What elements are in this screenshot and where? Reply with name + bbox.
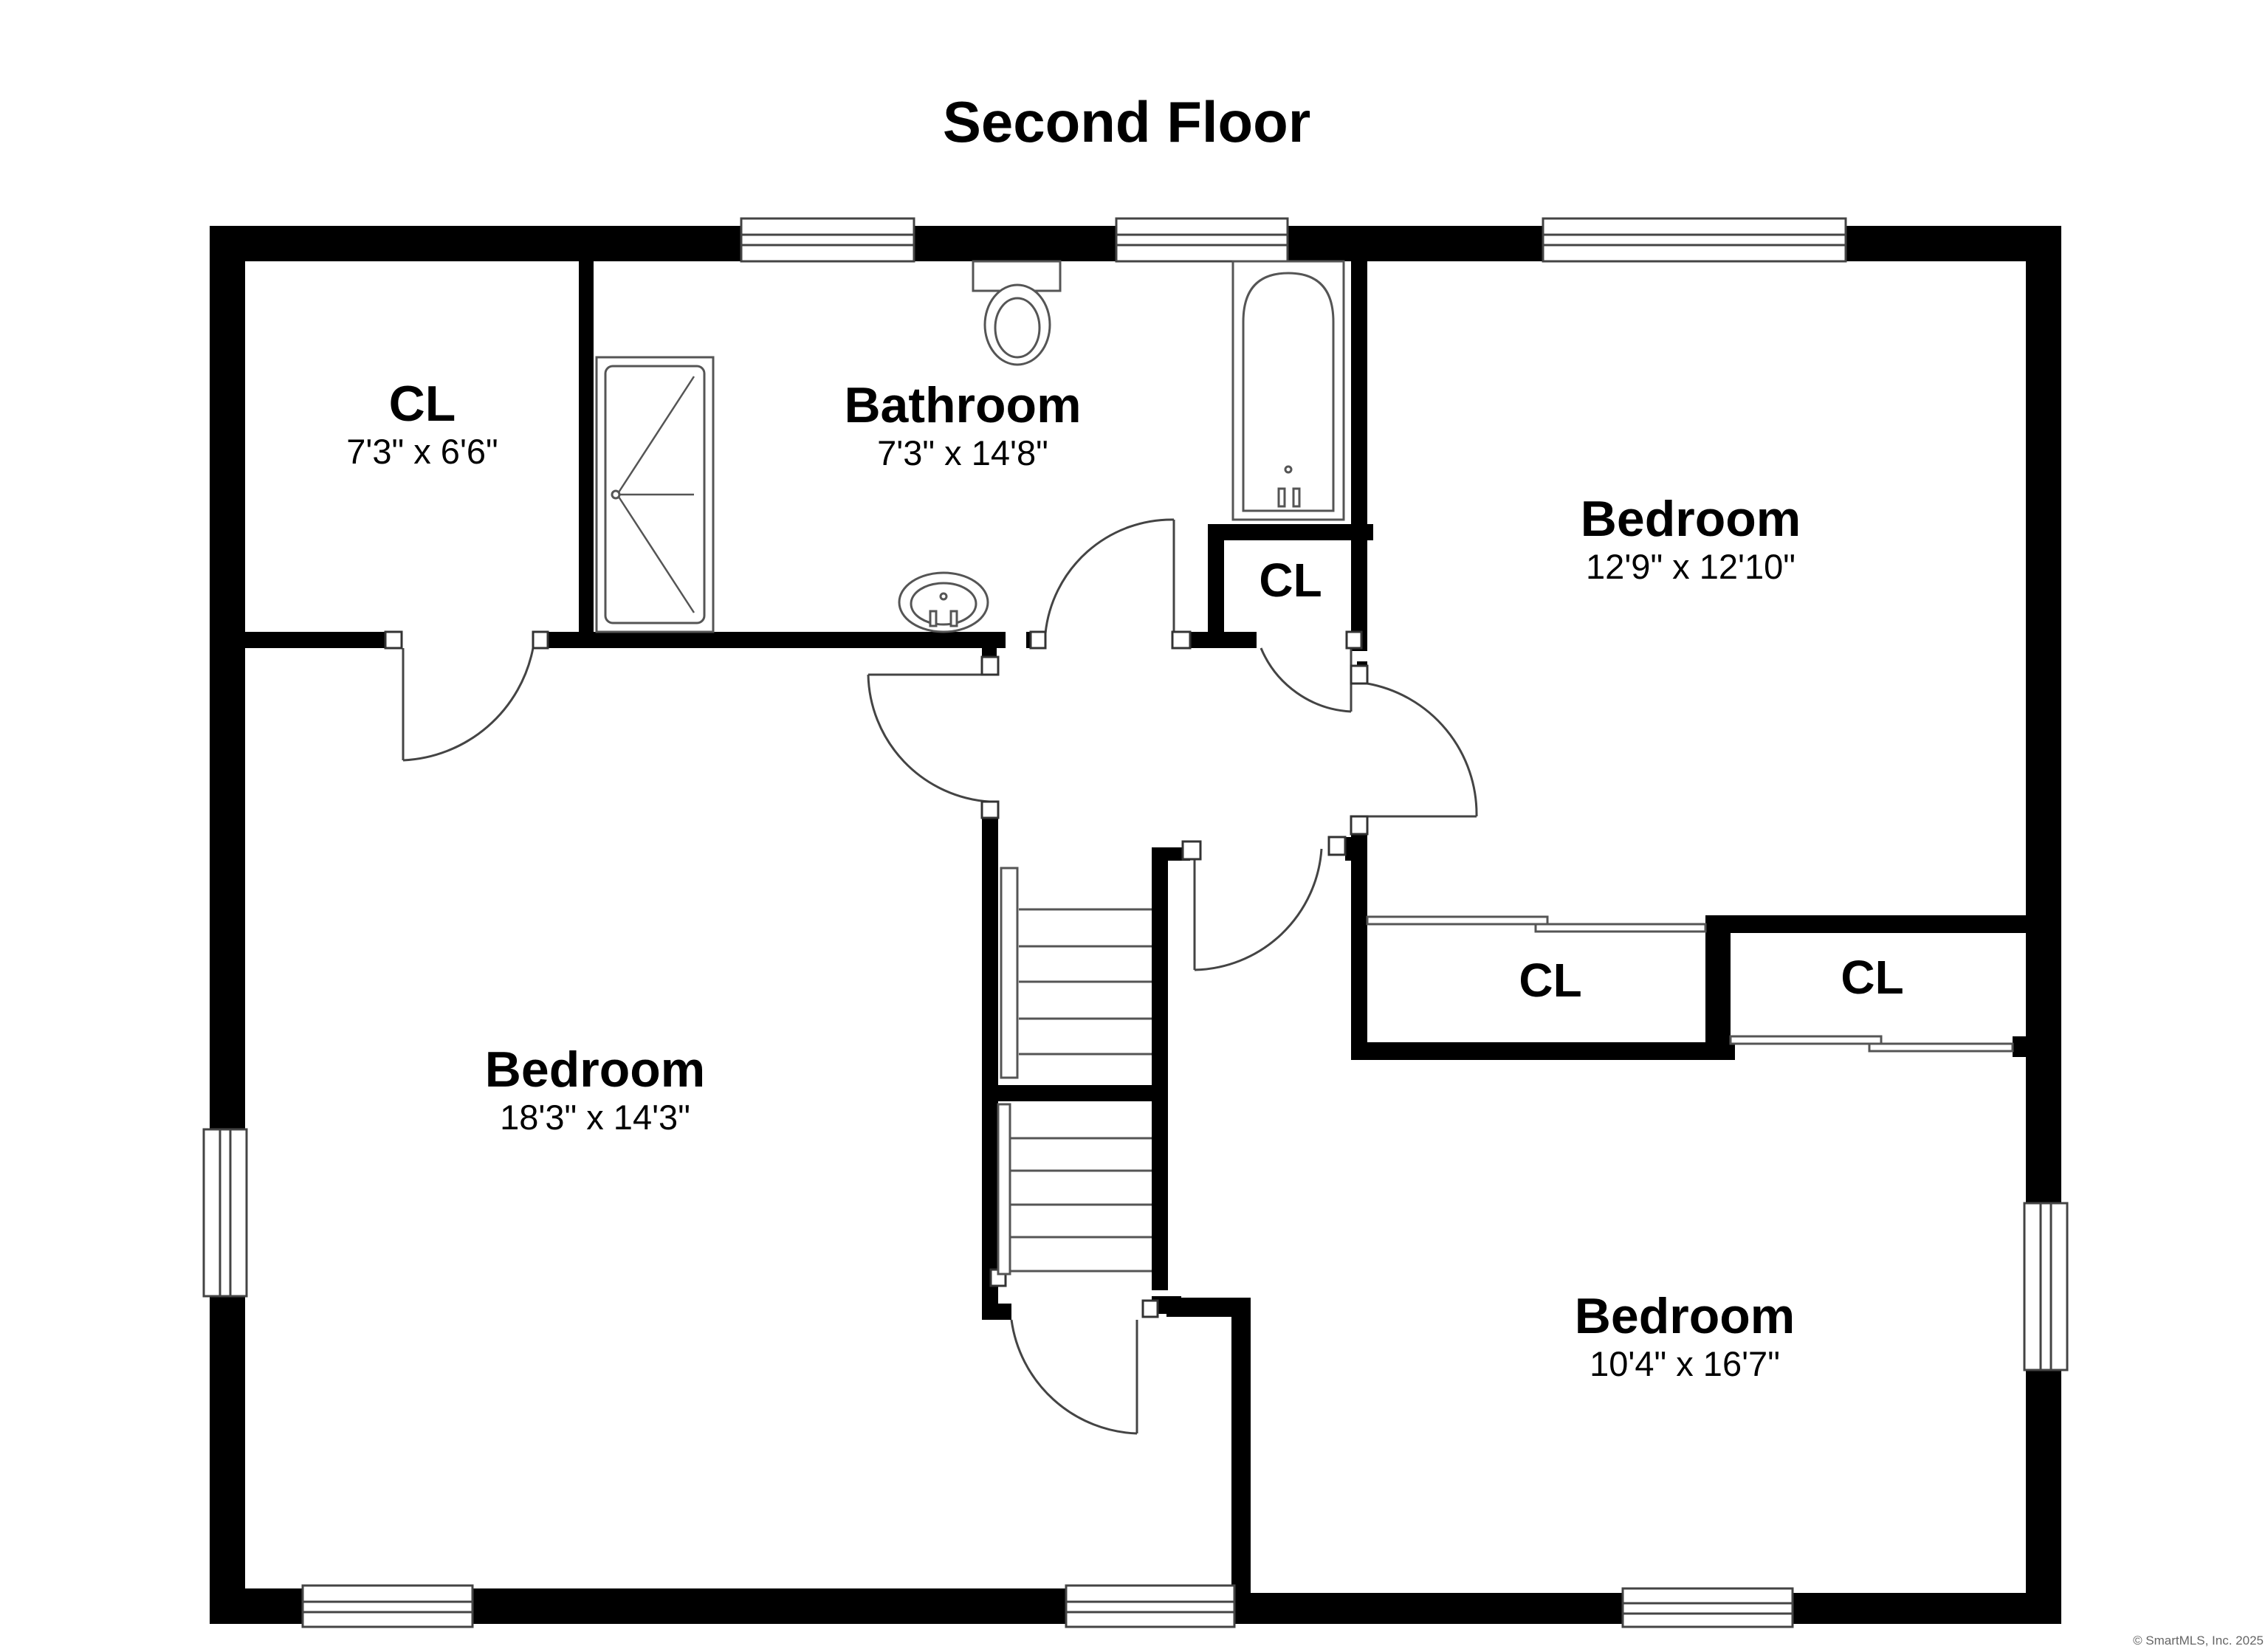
wall-closet-row-top: [1705, 915, 2027, 933]
wall-bedroom-divider: [1231, 1298, 1251, 1624]
wall-small-closet-bottom: [1190, 632, 1257, 648]
window-bottom-2: [1065, 1584, 1236, 1628]
wall-closet-bottom-a: [245, 632, 385, 648]
wall-closet-end: [2013, 1036, 2026, 1057]
closet-label-middle: CL: [1519, 954, 1581, 1007]
window-top-3: [1542, 217, 1847, 263]
door-right-bedroom: [1350, 664, 1478, 836]
door-bathroom: [1029, 518, 1192, 650]
svg-text:Bedroom: Bedroom: [1581, 491, 1801, 547]
wall-closet-right-stub: [1719, 933, 1731, 1044]
svg-text:18'3" x 14'3": 18'3" x 14'3": [500, 1098, 690, 1137]
wall-stair-door-stub-l: [982, 1304, 1011, 1320]
window-top-1: [740, 217, 915, 263]
svg-text:7'3" x 6'6": 7'3" x 6'6": [346, 432, 498, 471]
svg-text:CL: CL: [389, 376, 456, 432]
svg-text:Bathroom: Bathroom: [844, 377, 1081, 433]
wall-bedroom-left: [1351, 261, 1367, 651]
door-left-bedroom: [867, 655, 1000, 819]
room-label-closet: CL 7'3" x 6'6": [346, 376, 498, 471]
closet-label-right: CL: [1841, 951, 1903, 1004]
window-bottom-3: [1621, 1587, 1794, 1628]
wall-stairs-landing: [982, 1085, 1168, 1101]
svg-text:Bedroom: Bedroom: [485, 1042, 705, 1098]
wall-small-closet-top: [1208, 524, 1373, 540]
room-label-bedroom-left: Bedroom 18'3" x 14'3": [485, 1042, 705, 1137]
wall-stairs-right: [1152, 847, 1168, 1290]
door-stair: [989, 1268, 1159, 1435]
door-small-closet: [1260, 630, 1363, 713]
wall-closet-row-bottom: [1351, 1042, 1735, 1060]
shower: [595, 356, 715, 633]
closet-sliding-doors: [1366, 915, 2014, 1053]
svg-text:7'3" x 14'8": 7'3" x 14'8": [877, 433, 1048, 472]
svg-text:12'9" x 12'10": 12'9" x 12'10": [1586, 547, 1796, 586]
room-label-bedroom-upper-right: Bedroom 12'9" x 12'10": [1581, 491, 1801, 586]
wall-stairs-left: [982, 818, 998, 1320]
svg-text:10'4" x 16'7": 10'4" x 16'7": [1590, 1344, 1780, 1383]
plan-title: Second Floor: [943, 89, 1310, 154]
doors: [384, 518, 1478, 1435]
copyright-text: © SmartMLS, Inc. 2025: [2133, 1633, 2264, 1648]
exterior-wall-left: [210, 226, 245, 1624]
window-top-2: [1115, 217, 1289, 263]
toilet: [972, 260, 1062, 366]
windows: [202, 217, 2069, 1628]
room-label-bedroom-lower-right: Bedroom 10'4" x 16'7": [1575, 1288, 1795, 1383]
door-lower-right-bedroom: [1181, 836, 1347, 971]
wall-tub-left: [1208, 524, 1224, 647]
bathtub: [1231, 260, 1345, 521]
wall-closet-bath: [579, 261, 594, 639]
window-bottom-1: [301, 1584, 474, 1628]
window-left: [202, 1128, 248, 1298]
door-closet: [384, 630, 549, 762]
closet-label-small: CL: [1259, 554, 1322, 607]
stairs: [997, 867, 1152, 1276]
exterior-wall-right: [2026, 226, 2061, 1624]
sink: [898, 571, 989, 633]
room-label-bathroom: Bathroom 7'3" x 14'8": [844, 377, 1081, 472]
wall-hall-closet-stub: [1345, 837, 1367, 861]
window-right: [2023, 1202, 2069, 1371]
svg-text:Bedroom: Bedroom: [1575, 1288, 1795, 1344]
wall-closet-bottom-b: [548, 632, 1006, 648]
wall-closet-left: [1351, 819, 1367, 1060]
wall-closet-divider: [1705, 915, 1722, 1060]
